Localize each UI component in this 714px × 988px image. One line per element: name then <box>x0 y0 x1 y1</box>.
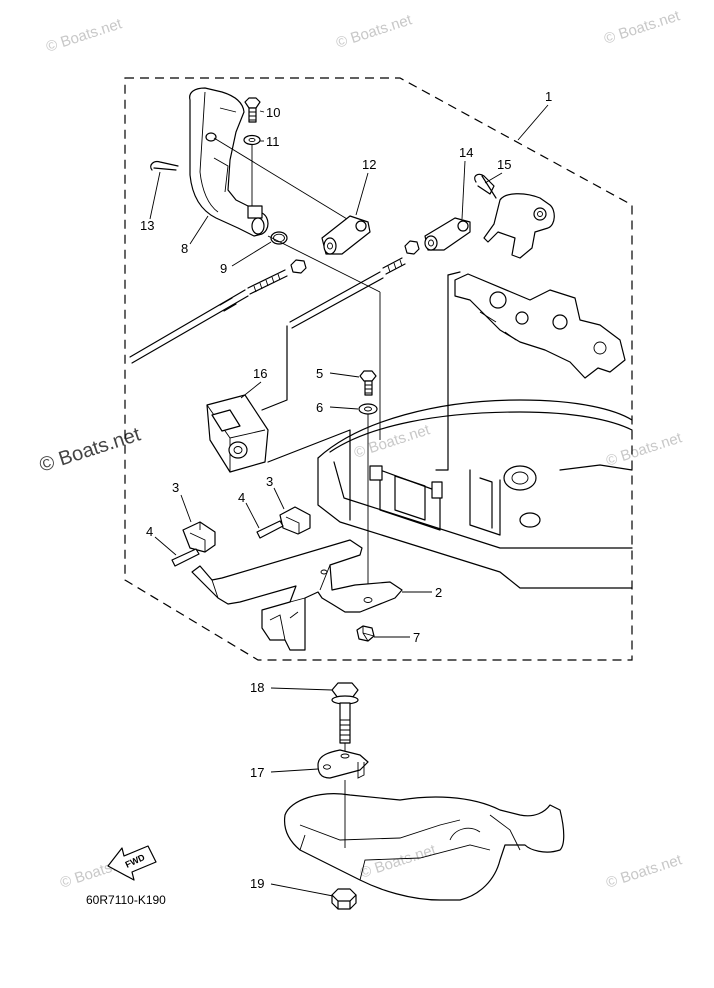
callout-13: 13 <box>140 218 154 233</box>
part-4-pin-left <box>171 548 200 567</box>
shift-bracket-upper <box>483 193 555 259</box>
watermark-left-strong: © Boats.net <box>37 423 144 476</box>
callout-11: 11 <box>266 134 280 149</box>
cable-nut-right <box>404 240 420 255</box>
callout-5: 5 <box>316 366 323 381</box>
watermark-top-right: © Boats.net <box>602 7 683 48</box>
leader-line-12 <box>355 172 369 216</box>
leader-line-6 <box>329 406 359 410</box>
leader-line-16 <box>240 381 262 399</box>
callout-labels: 1 2 3 3 4 4 5 6 7 8 9 10 11 12 13 14 15 … <box>140 89 552 891</box>
part-8-shape <box>189 87 269 237</box>
part-15-clip <box>474 173 497 199</box>
callout-19: 19 <box>250 876 264 891</box>
part-19-nut <box>331 888 357 910</box>
leader-line-9 <box>231 241 272 267</box>
callout-3-right: 3 <box>266 474 273 489</box>
part-3-clamp-right <box>279 506 311 535</box>
leader-line-1 <box>517 104 549 141</box>
leader-line-13 <box>149 171 161 220</box>
leader-line-19 <box>270 883 334 897</box>
assembly-boundary-dashed <box>124 77 633 661</box>
diagram-code: 60R7110-K190 <box>86 893 166 907</box>
callout-14: 14 <box>459 145 473 160</box>
leader-line-10 <box>259 110 265 113</box>
watermark-bottom-center: © Boats.net <box>358 841 439 882</box>
part-2-bracket <box>191 539 403 651</box>
part-17-plate <box>317 749 369 779</box>
leader-line-5 <box>329 372 360 378</box>
callout-18: 18 <box>250 680 264 695</box>
leader-line-14 <box>461 160 466 220</box>
callout-4-left: 4 <box>146 524 153 539</box>
part-7-nut <box>356 625 375 642</box>
callout-8: 8 <box>181 241 188 256</box>
callout-1: 1 <box>545 89 552 104</box>
callout-3-left: 3 <box>172 480 179 495</box>
callout-2: 2 <box>435 585 442 600</box>
cable-nut-left <box>290 259 307 274</box>
callout-12: 12 <box>362 157 376 172</box>
leader-lines <box>149 104 549 897</box>
part-6-washer <box>358 403 378 415</box>
callout-7: 7 <box>413 630 420 645</box>
callout-15: 15 <box>497 157 511 172</box>
part-12-rod-end <box>321 215 371 255</box>
leader-line-8 <box>189 215 209 245</box>
fwd-arrow-icon: FWD <box>107 845 157 881</box>
leader-line-15 <box>484 172 503 184</box>
leader-line-3-right <box>273 487 285 510</box>
shift-shaft-assembly <box>454 273 626 379</box>
leader-line-18 <box>270 687 333 691</box>
lower-cowling-outline <box>317 271 633 589</box>
part-4-pin-right <box>256 520 284 539</box>
part-9-o-ring <box>270 231 288 245</box>
watermark-top-left: © Boats.net <box>44 15 125 56</box>
assembly-lines-upper <box>213 137 381 440</box>
watermark-center: © Boats.net <box>352 421 433 462</box>
part-5-bolt <box>359 370 377 396</box>
callout-6: 6 <box>316 400 323 415</box>
leader-line-3-left <box>180 494 192 523</box>
watermark-bottom-right: © Boats.net <box>604 851 685 892</box>
watermark-right: © Boats.net <box>604 429 685 470</box>
part-13-pin <box>150 160 179 171</box>
leader-line-4-left <box>154 536 177 556</box>
control-cables <box>129 257 406 521</box>
part-16-shape <box>206 394 269 473</box>
part-3-clamp-left <box>182 521 216 553</box>
part-14-rod-end <box>424 217 471 251</box>
leader-line-17 <box>270 768 319 773</box>
callout-4-right: 4 <box>238 490 245 505</box>
callout-16: 16 <box>253 366 267 381</box>
swivel-bracket-outline <box>283 793 565 901</box>
part-11-washer <box>243 134 261 146</box>
watermark-top-center: © Boats.net <box>334 11 415 52</box>
part-18-bolt <box>331 682 359 744</box>
part-10-bolt <box>244 97 261 123</box>
callout-9: 9 <box>220 261 227 276</box>
callout-10: 10 <box>266 105 280 120</box>
callout-17: 17 <box>250 765 264 780</box>
leader-line-4-right <box>245 502 260 529</box>
